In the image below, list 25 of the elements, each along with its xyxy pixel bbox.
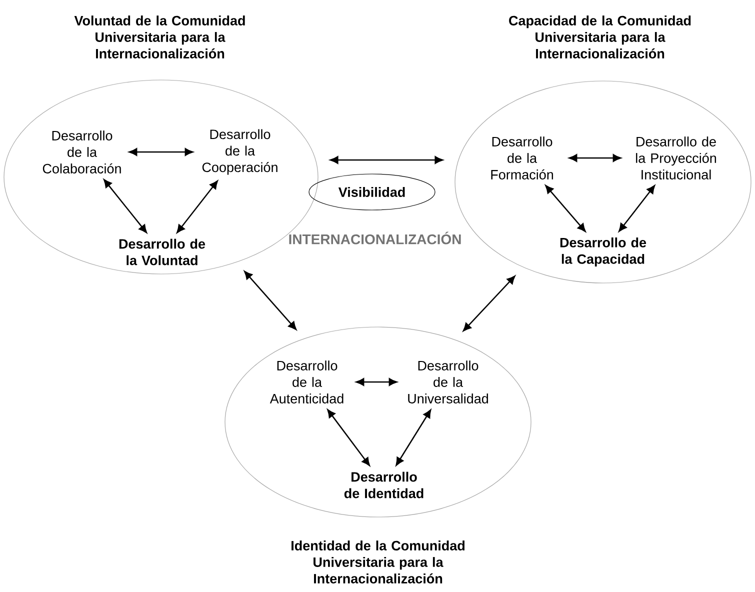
- arrow: [462, 276, 516, 332]
- group-heading: Identidad de la Comunidad Universitaria para la Internacionalización: [292, 540, 464, 584]
- arrow: [568, 154, 622, 162]
- group-heading: Voluntad de la Comunidad Universitaria para la Internacionalización: [74, 16, 245, 58]
- arrow: [244, 270, 297, 330]
- arrow: [327, 409, 370, 466]
- concept-text: Desarrollo de la Capacidad: [560, 237, 646, 267]
- arrow: [330, 156, 444, 164]
- concept-text: Desarrollo de la Autenticidad: [270, 360, 344, 404]
- group-heading: Capacidad de la Comunidad Universitaria para la Internacionalización: [509, 16, 691, 58]
- arrow: [545, 185, 586, 232]
- arrow: [104, 179, 148, 234]
- arrow: [618, 185, 656, 232]
- concept-text: Desarrollo de Identidad: [344, 472, 424, 498]
- concept-text: Desarrollo de la Cooperación: [202, 129, 278, 175]
- diagram-label: INTERNACIONALIZACIÓN: [289, 232, 461, 244]
- arrow: [356, 378, 398, 386]
- concept-text: Desarrollo de la Universalidad: [408, 360, 488, 404]
- arrow: [396, 409, 432, 466]
- concept-text: Desarrollo de la Voluntad: [119, 238, 206, 266]
- concept-text: Desarrollo de la Formación: [491, 136, 553, 180]
- arrow: [176, 180, 218, 234]
- concept-text: Desarrollo de la Proyección Institucional: [636, 136, 716, 180]
- concept-text: Desarrollo de la Colaboración: [42, 130, 121, 174]
- arrow: [128, 148, 194, 156]
